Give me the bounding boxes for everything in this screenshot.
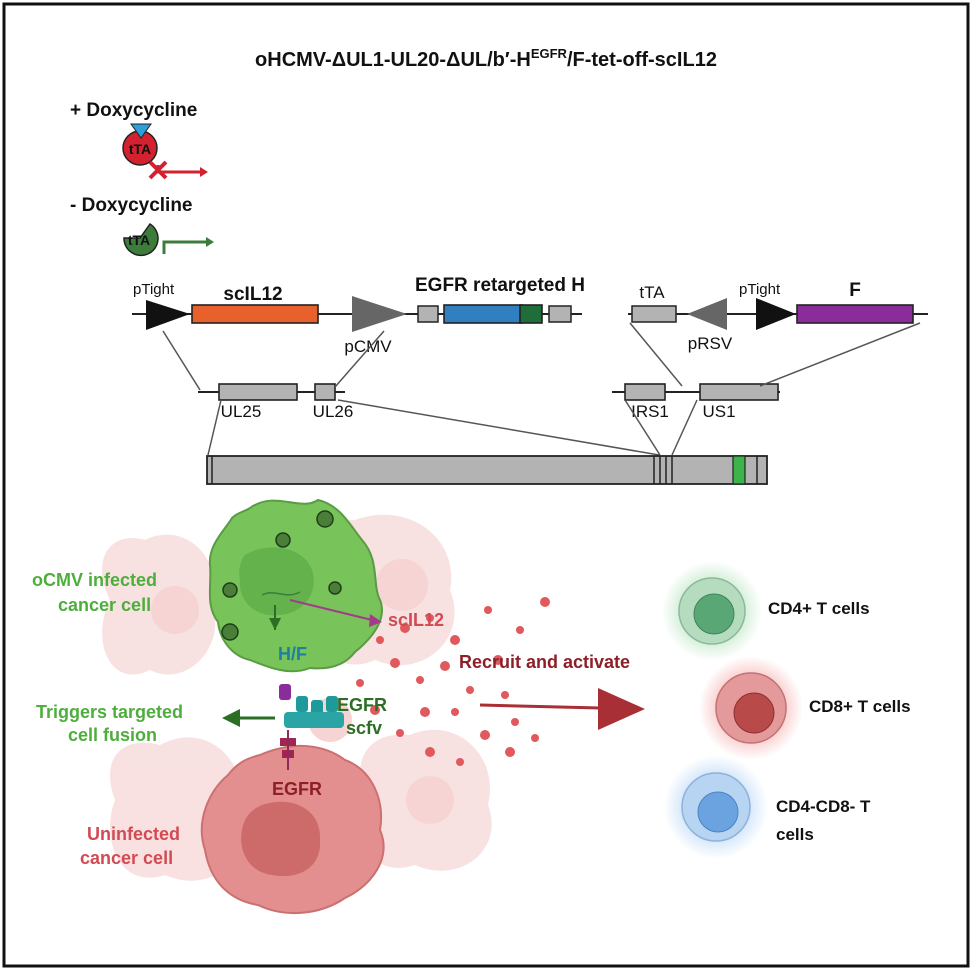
us1-label: US1	[702, 402, 735, 421]
f-gene	[796, 304, 914, 324]
scil12-secretion-arrow	[289, 599, 382, 627]
prsv-promoter	[687, 298, 727, 330]
pcmv-promoter	[352, 296, 407, 332]
ul25-gene	[218, 383, 298, 401]
double-negative-t-cell-label-line1: CD4-CD8- T	[776, 797, 871, 816]
uninfected-cancer-cell	[200, 744, 385, 915]
cd4-t-cell	[662, 561, 762, 661]
scil12-secretion-label: scIL12	[388, 610, 444, 630]
ptight-promoter-right	[756, 298, 796, 330]
uninfected-cell-label-line2: cancer cell	[80, 848, 173, 868]
irs1-label: IRS1	[631, 402, 669, 421]
tta-label-1: tTA	[129, 141, 151, 157]
ul26-label: UL26	[313, 402, 354, 421]
scfv-segment	[519, 304, 543, 324]
hf-egfr-complex	[279, 684, 344, 770]
plus-doxycycline-label: + Doxycycline	[70, 100, 197, 121]
virus-particles	[221, 510, 342, 641]
scil12-particles	[356, 597, 550, 766]
tta-gene	[631, 305, 677, 323]
ul25-label: UL25	[221, 402, 262, 421]
infected-cancer-cell	[208, 498, 383, 673]
egfr-h-gene	[443, 304, 523, 324]
fusion-label-line2: cell fusion	[68, 725, 157, 745]
tta-bound-doxycycline-icon: tTA	[122, 123, 158, 166]
tta-gene-label: tTA	[639, 283, 665, 302]
uninfected-cell-label-line1: Uninfected	[87, 824, 180, 844]
us1-gene	[699, 383, 779, 401]
scil12-gene	[191, 304, 319, 324]
ptight-label-left: pTight	[133, 281, 175, 298]
f-gene-label: F	[849, 280, 861, 301]
cd8-t-cell	[699, 656, 803, 760]
active-promoter-icon	[162, 237, 214, 254]
infected-cell-label-line1: oCMV infected	[32, 570, 157, 590]
cd4-t-cell-label: CD4+ T cells	[768, 599, 870, 618]
ptight-promoter-left	[146, 300, 190, 330]
ul26-gene	[314, 383, 336, 401]
irs1-gene	[624, 383, 666, 401]
hf-label: H/F	[278, 644, 307, 664]
blocked-promoter-icon	[148, 160, 208, 180]
prsv-label: pRSV	[688, 334, 733, 353]
minus-doxycycline-label: - Doxycycline	[70, 195, 193, 216]
fusion-arrow	[222, 709, 275, 727]
double-negative-t-cell-label-line2: cells	[776, 825, 814, 844]
recruit-arrow	[479, 688, 645, 730]
hcmv-genome	[206, 455, 768, 485]
egfr-retargeted-h-label: EGFR retargeted H	[415, 275, 585, 296]
fusion-label-line1: Triggers targeted	[36, 702, 183, 722]
double-negative-t-cell	[664, 755, 768, 859]
h-flank-right	[548, 305, 572, 323]
tta-label-2: tTA	[128, 232, 150, 248]
infected-cell-label-line2: cancer cell	[58, 595, 151, 615]
cd8-t-cell-label: CD8+ T cells	[809, 697, 911, 716]
uninfected-nucleus	[241, 801, 321, 877]
recruit-activate-label: Recruit and activate	[459, 652, 630, 672]
egfr-scfv-label-line2: scfv	[346, 718, 382, 738]
pcmv-label: pCMV	[344, 337, 392, 356]
ptight-label-right: pTight	[739, 281, 781, 298]
egfr-scfv-label-line1: EGFR	[337, 695, 387, 715]
genome-marker	[732, 455, 746, 485]
egfr-receptor-label: EGFR	[272, 779, 322, 799]
tta-active-icon: tTA	[123, 222, 159, 257]
infected-nucleus	[239, 547, 314, 616]
scil12-gene-label: scIL12	[223, 284, 282, 305]
construct-title: oHCMV-ΔUL1-UL20-ΔUL/b′-HEGFR/F-tet-off-s…	[255, 46, 717, 71]
h-flank-left	[417, 305, 439, 323]
zoom-lines	[162, 322, 921, 456]
